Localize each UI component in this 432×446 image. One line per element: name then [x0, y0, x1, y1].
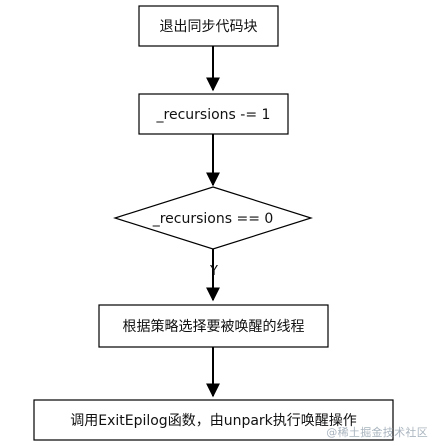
node-check-recursions-zero-label: _recursions == 0 — [152, 211, 274, 227]
node-choose-thread: 根据策略选择要被唤醒的线程 — [98, 304, 329, 348]
edge-yes-label: Y — [209, 264, 218, 279]
node-call-exit-epilog-label: 调用ExitEpilog函数，由unpark执行唤醒操作 — [70, 412, 357, 429]
node-decrement-recursions: _recursions -= 1 — [138, 93, 289, 135]
node-exit-sync-block-label: 退出同步代码块 — [160, 19, 258, 35]
node-exit-sync-block: 退出同步代码块 — [138, 5, 279, 47]
node-call-exit-epilog: 调用ExitEpilog函数，由unpark执行唤醒操作 — [33, 399, 394, 441]
node-choose-thread-box — [98, 304, 329, 348]
node-call-exit-epilog-box — [33, 399, 394, 441]
node-choose-thread-label: 根据策略选择要被唤醒的线程 — [123, 318, 305, 335]
node-decrement-recursions-label: _recursions -= 1 — [156, 107, 271, 123]
node-exit-sync-block-box — [138, 5, 279, 47]
node-check-recursions-zero: _recursions == 0 — [113, 186, 313, 250]
watermark-text: @稀土掘金技术社区 — [326, 426, 428, 439]
node-decrement-recursions-box — [138, 93, 289, 135]
